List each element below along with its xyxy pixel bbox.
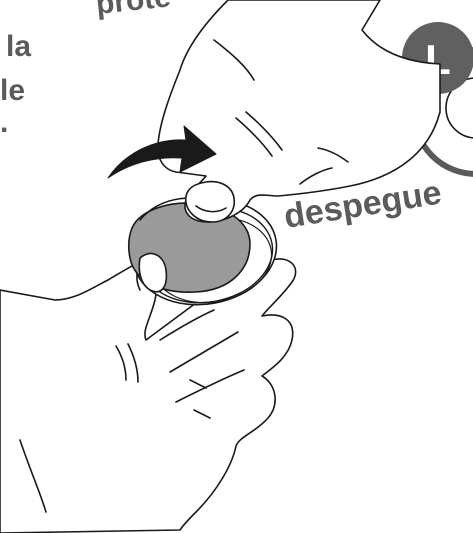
lower-hand — [0, 259, 296, 533]
top-label-fragment: prote — [94, 0, 172, 21]
left-label-line-1: la — [6, 30, 31, 63]
left-label-dot: . — [0, 106, 8, 139]
left-label-line-2: le — [0, 74, 25, 107]
